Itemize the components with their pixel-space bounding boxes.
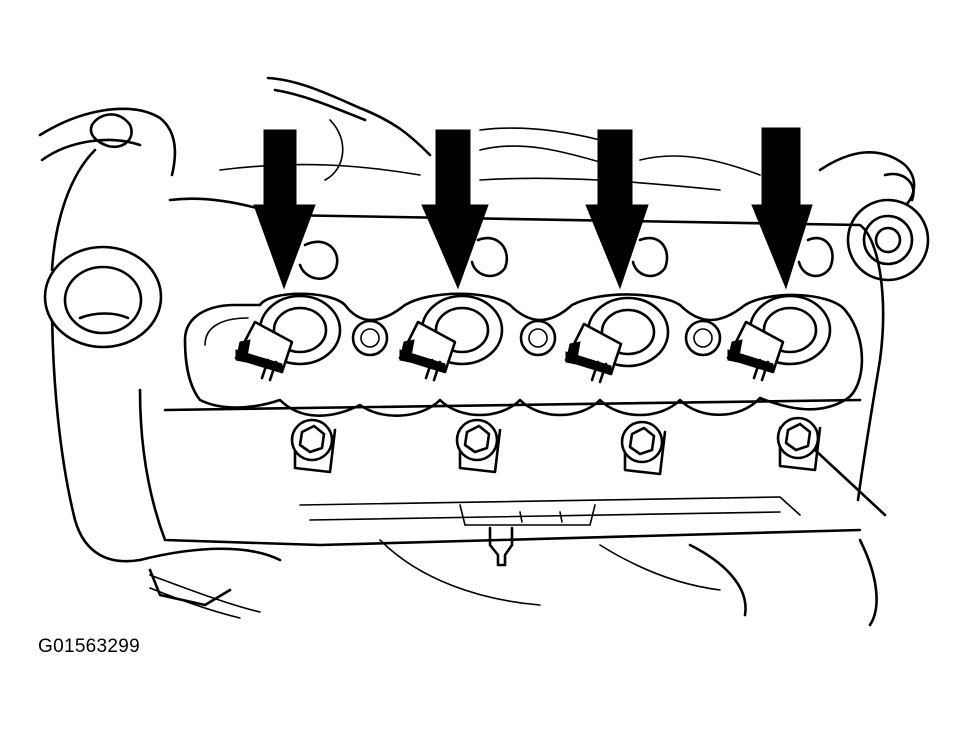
left-harness xyxy=(38,107,282,619)
arrow-down-icon xyxy=(253,129,316,290)
ignition-coil-1 xyxy=(234,294,342,382)
ignition-coil-3 xyxy=(564,296,670,384)
pointer-arrows xyxy=(253,127,813,290)
bolt-4 xyxy=(776,416,887,517)
hold-down-bolts xyxy=(290,416,887,517)
bolt-2 xyxy=(455,418,502,474)
arrow-down-icon xyxy=(585,129,649,290)
coil-channel xyxy=(183,292,864,417)
ignition-coil-2 xyxy=(398,294,504,382)
figure-id-label: G01563299 xyxy=(38,636,141,657)
arrow-down-icon xyxy=(751,127,813,290)
lower-engine xyxy=(379,526,878,627)
right-sensor xyxy=(818,151,930,282)
valve-cover-body xyxy=(138,197,885,547)
bolt-3 xyxy=(620,420,667,476)
oil-filler-cap xyxy=(43,245,163,349)
bolt-1 xyxy=(290,418,337,474)
arrow-down-icon xyxy=(421,129,489,290)
upper-wiring xyxy=(219,76,761,191)
cover-bosses xyxy=(298,236,834,357)
ignition-coil-4 xyxy=(726,294,832,382)
ignition-coils xyxy=(234,294,832,384)
